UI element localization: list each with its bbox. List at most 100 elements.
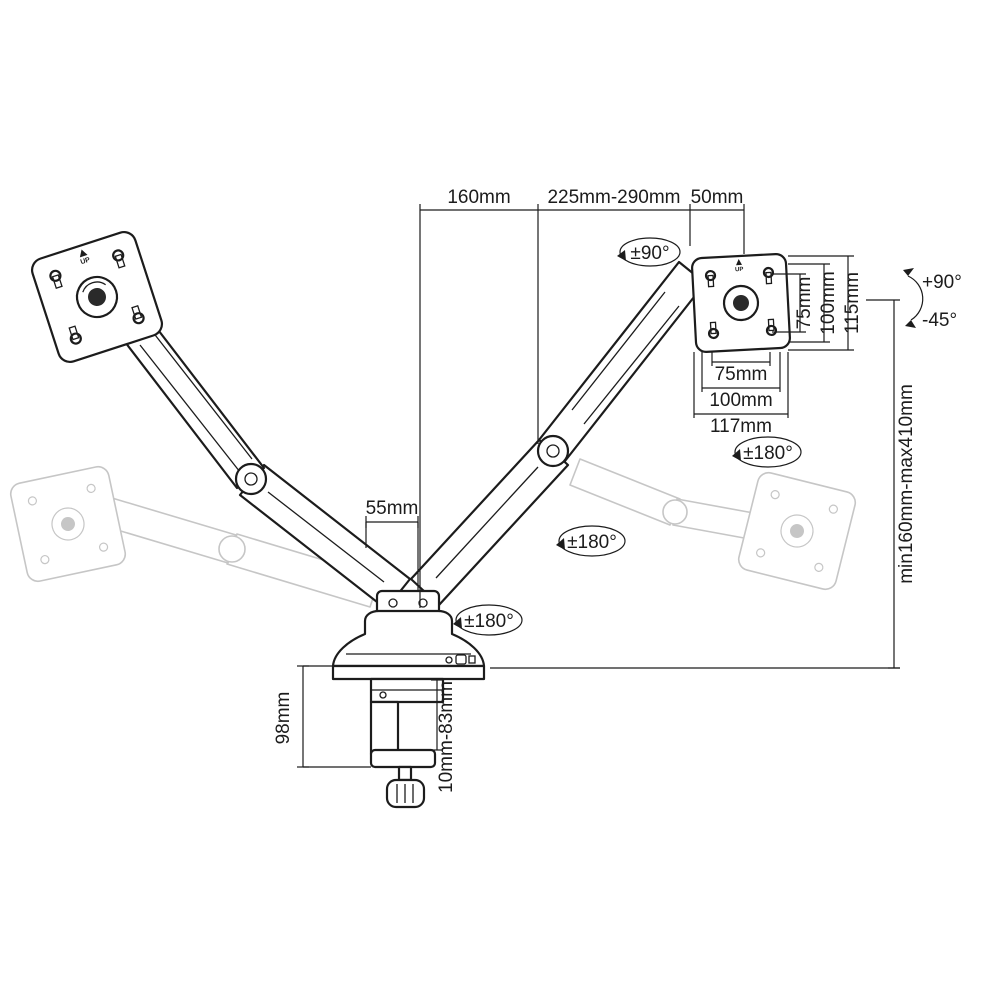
gas-spring-line bbox=[151, 330, 253, 460]
clamp-screw-hole bbox=[379, 691, 387, 699]
tilt-label-minus45: -45° bbox=[922, 310, 957, 331]
left-elbow-bolt bbox=[244, 472, 258, 486]
rotation-arrow-ellipse bbox=[619, 237, 681, 267]
ghost-keyhole bbox=[770, 490, 780, 500]
arm-detail-line bbox=[267, 491, 385, 583]
ghost-plate-hub bbox=[790, 524, 804, 538]
base-dome bbox=[331, 609, 486, 668]
usb-port-icon bbox=[455, 654, 467, 665]
ghost-keyhole bbox=[756, 548, 766, 558]
keyhole-slot bbox=[68, 325, 80, 341]
rotation-label-inner: ±180° bbox=[567, 532, 617, 553]
base-and-clamp bbox=[331, 589, 486, 809]
dimension-clamp-range: 10mm-83mm bbox=[431, 679, 457, 793]
rotation-label-outer: ±180° bbox=[743, 443, 793, 464]
ghost-elbow-joint bbox=[218, 535, 246, 563]
rotation-label-pm90: ±90° bbox=[630, 243, 669, 264]
arrow-head-icon bbox=[617, 250, 626, 261]
dim-label-vesa-75v: 75mm bbox=[794, 277, 815, 330]
dimension-vesa-horizontal: 75mm 100mm 117mm bbox=[693, 352, 789, 437]
keyhole-slot bbox=[114, 253, 126, 269]
ghost-plate-hub bbox=[61, 517, 75, 531]
dim-label-height-range: min160mm-max410mm bbox=[896, 384, 917, 584]
arrow-head-icon bbox=[453, 617, 462, 629]
dim-label-vesa-100v: 100mm bbox=[818, 271, 839, 334]
dim-label-vesa-115v: 115mm bbox=[842, 272, 863, 334]
dim-label-225-290mm: 225mm-290mm bbox=[547, 187, 680, 208]
vesa-plate-left: UP bbox=[30, 230, 164, 364]
arrow-head-icon bbox=[556, 538, 565, 550]
right-upper-arm-segment bbox=[537, 260, 707, 463]
monitor-arm-right bbox=[409, 260, 707, 607]
keyhole-slot bbox=[131, 305, 143, 320]
pivot-bolt bbox=[418, 598, 428, 608]
vesa-plate-right: UP bbox=[691, 253, 791, 353]
gas-spring-line bbox=[583, 305, 680, 425]
ghost-keyhole bbox=[98, 542, 109, 552]
up-arrow-icon bbox=[79, 249, 88, 258]
ghost-plate-boss bbox=[780, 514, 814, 548]
dim-label-50mm: 50mm bbox=[691, 187, 744, 208]
rotation-label-base: ±180° bbox=[464, 611, 514, 632]
dim-label-160mm: 160mm bbox=[447, 187, 510, 208]
tilt-label-plus90: +90° bbox=[922, 272, 962, 293]
keyhole-slot bbox=[709, 321, 717, 335]
ghost-keyhole bbox=[828, 504, 838, 514]
ghost-keyhole bbox=[27, 496, 38, 506]
clamp-back-bracket bbox=[369, 700, 400, 756]
gas-spring-line bbox=[139, 344, 241, 473]
rotation-base-pm180: ±180° bbox=[453, 604, 523, 636]
monitor-arm-left bbox=[110, 303, 412, 611]
audio-port-icon bbox=[445, 656, 453, 664]
pivot-bolt bbox=[388, 598, 398, 608]
right-elbow-bolt bbox=[546, 444, 560, 458]
arrow-head-icon bbox=[732, 449, 741, 461]
dimension-vesa-vertical: 75mm 100mm 115mm bbox=[772, 255, 863, 351]
gas-spring-line bbox=[571, 291, 666, 411]
rotation-arrow-ellipse bbox=[558, 525, 626, 557]
arm-detail-line bbox=[435, 466, 539, 579]
keyhole-slot bbox=[767, 318, 775, 332]
rotation-vesa-pm90: ±90° bbox=[617, 237, 681, 267]
usb-port-icon bbox=[468, 655, 476, 664]
dim-label-clamp-range: 10mm-83mm bbox=[436, 681, 457, 793]
boss-arc-detail bbox=[82, 281, 107, 293]
dim-label-vesa-100h: 100mm bbox=[709, 390, 772, 411]
ghost-vesa-plate-left bbox=[9, 465, 127, 583]
ghost-vesa-plate-right bbox=[737, 471, 857, 591]
rotation-arm-inner-pm180: ±180° bbox=[556, 525, 626, 557]
dim-label-vesa-75h: 75mm bbox=[715, 364, 768, 385]
dim-label-vesa-117h: 117mm bbox=[710, 416, 772, 437]
left-elbow-joint bbox=[234, 462, 268, 496]
ghost-arm-left bbox=[9, 465, 381, 608]
up-label-right: UP bbox=[735, 267, 744, 273]
keyhole-slot bbox=[707, 274, 715, 288]
dim-label-55mm: 55mm bbox=[366, 498, 419, 519]
rotation-arm-outer-pm180: ±180° bbox=[732, 436, 802, 468]
keyhole-slot bbox=[51, 274, 63, 289]
dim-label-98mm: 98mm bbox=[273, 692, 294, 745]
keyhole-slot bbox=[765, 271, 773, 285]
rotation-arrow-ellipse bbox=[455, 604, 523, 636]
ghost-keyhole bbox=[814, 562, 824, 572]
clamp-lower-arm bbox=[369, 748, 437, 769]
plate-hub bbox=[733, 295, 749, 311]
ghost-keyhole bbox=[40, 554, 50, 565]
dimension-98mm: 98mm bbox=[273, 665, 371, 768]
ghost-plate-boss bbox=[51, 507, 85, 541]
ghost-arm-right bbox=[569, 458, 857, 591]
rotation-arrow-ellipse bbox=[734, 436, 802, 468]
dimension-height-range: min160mm-max410mm +90° -45° bbox=[490, 268, 962, 669]
clamp-screw-shaft bbox=[397, 765, 413, 782]
up-label-left: UP bbox=[80, 256, 92, 266]
arrow-head-icon bbox=[905, 320, 916, 328]
arrow-head-icon bbox=[903, 268, 914, 276]
plate-hub bbox=[88, 288, 106, 306]
tilt-arc bbox=[907, 275, 924, 321]
ghost-keyhole bbox=[86, 483, 96, 494]
ghost-elbow-joint bbox=[662, 499, 688, 525]
up-arrow-icon bbox=[736, 259, 743, 266]
dimension-top-row: 160mm 225mm-290mm 50mm bbox=[419, 187, 745, 608]
